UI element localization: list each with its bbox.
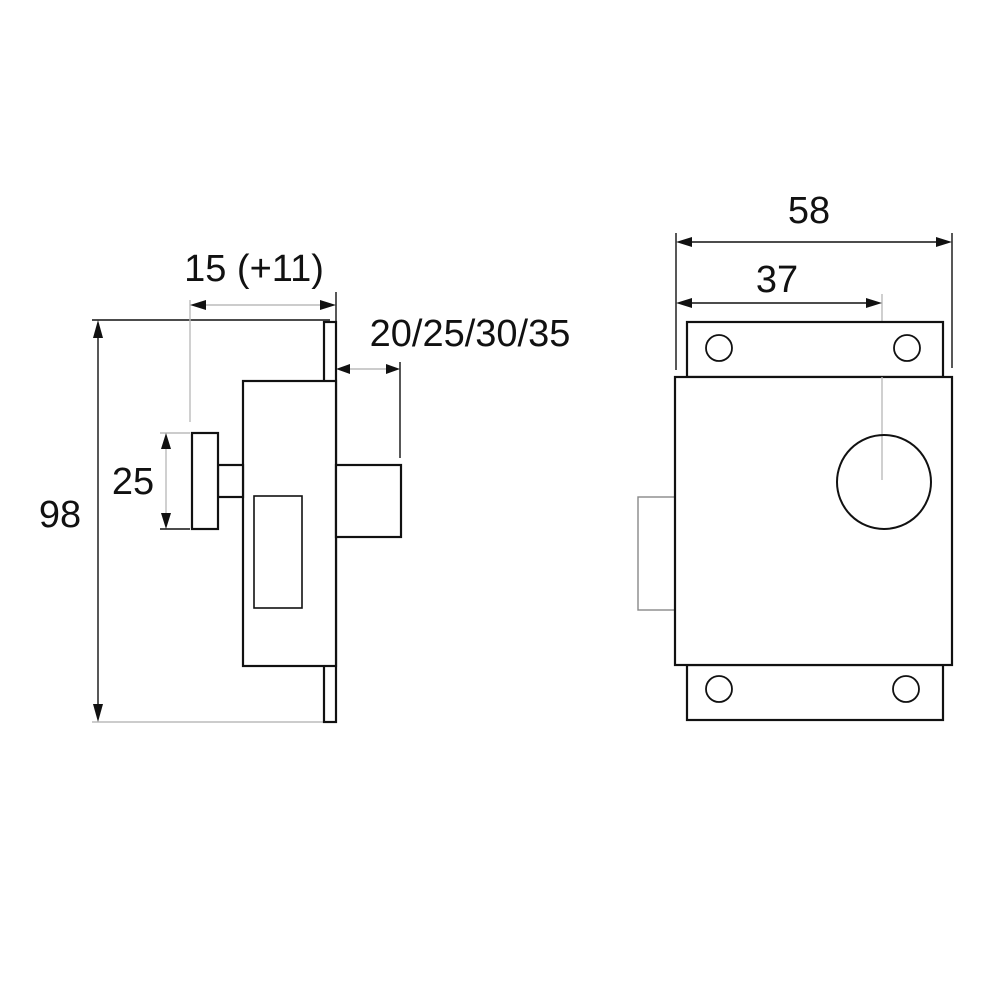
arrow-right-icon <box>936 237 952 247</box>
height-label: 98 <box>39 494 81 536</box>
side-view: 98 25 15 (+11) 20/25/30/35 <box>39 248 571 724</box>
bolt-front <box>637 496 676 611</box>
arrow-right-icon <box>320 300 336 310</box>
bolt-side <box>334 463 403 539</box>
arrow-down-icon <box>93 704 103 722</box>
screw-hole-icon <box>892 675 920 703</box>
arrow-left-icon <box>190 300 206 310</box>
arrow-right-icon <box>866 298 882 308</box>
thumb-knob <box>190 431 220 531</box>
lock-case-front <box>673 375 954 667</box>
knob-height-label: 25 <box>112 461 154 503</box>
front-view: 58 37 <box>637 190 954 722</box>
overall-width-label: 58 <box>788 190 830 232</box>
case-window <box>253 495 303 609</box>
screw-hole-icon <box>705 675 733 703</box>
arrow-right-icon <box>386 364 400 374</box>
arrow-down-icon <box>161 513 171 529</box>
arrow-left-icon <box>676 298 692 308</box>
arrow-left-icon <box>336 364 350 374</box>
backset-label: 37 <box>756 259 798 301</box>
screw-hole-icon <box>893 334 921 362</box>
screw-hole-icon <box>705 334 733 362</box>
arrow-up-icon <box>93 320 103 338</box>
arrow-left-icon <box>676 237 692 247</box>
arrow-up-icon <box>161 433 171 449</box>
bolt-throw-label: 20/25/30/35 <box>370 313 571 355</box>
key-cylinder <box>836 434 932 530</box>
knob-spindle <box>216 463 245 499</box>
depth-label: 15 (+11) <box>184 248 324 290</box>
